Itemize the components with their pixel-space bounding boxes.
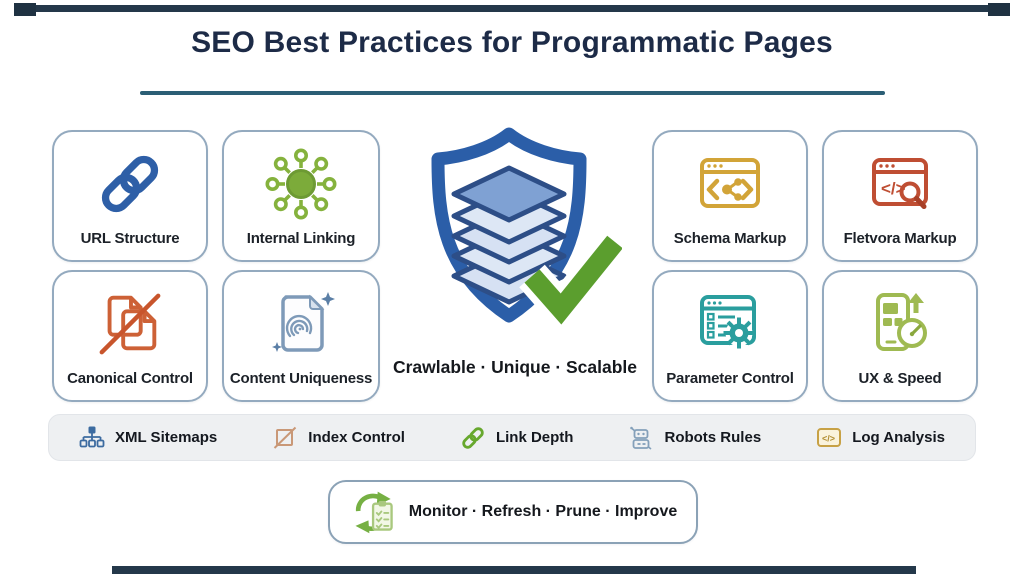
chain-link-icon (94, 132, 166, 230)
card-content-uniqueness: Content Uniqueness (222, 270, 380, 402)
strip-label: Link Depth (495, 429, 574, 446)
card-label: Canonical Control (67, 370, 193, 387)
sitemap-icon (79, 425, 105, 451)
hero-caption: Crawlable · Unique · Scalable (392, 357, 638, 377)
top-edge-bar (14, 5, 1010, 12)
card-internal-linking: Internal Linking (222, 130, 380, 262)
network-hub-icon (264, 132, 338, 230)
lifecycle-pill: Monitor · Refresh · Prune · Improve (328, 480, 698, 544)
browser-gear-icon (693, 272, 767, 370)
strip-item-xml-sitemaps: XML Sitemaps (79, 425, 217, 451)
noindex-slash-icon (272, 425, 298, 451)
shield-layers-icon (412, 124, 622, 349)
phone-speedometer-icon (863, 272, 937, 370)
top-edge-cap-right (988, 3, 1010, 16)
strip-label: XML Sitemaps (115, 429, 218, 446)
strip-item-link-depth: Link Depth (460, 425, 574, 451)
refresh-clipboard-icon (349, 488, 399, 536)
pill-label: Monitor · Refresh · Prune · Improve (408, 503, 678, 520)
browser-code-search-icon: </> (863, 132, 937, 230)
code-box-icon: </> (816, 425, 842, 451)
tactics-strip: XML Sitemaps Index Control Link (48, 414, 976, 461)
strip-label: Robots Rules (664, 429, 762, 446)
robot-icon (628, 425, 654, 451)
card-url-structure: URL Structure (52, 130, 208, 262)
card-parameter-control: Parameter Control (652, 270, 808, 402)
strip-item-log-analysis: </> Log Analysis (816, 425, 945, 451)
svg-text:</>: </> (881, 179, 906, 198)
card-label: Internal Linking (246, 230, 356, 247)
card-fletvora-markup: </> Fletvora Markup (822, 130, 978, 262)
card-label: UX & Speed (858, 370, 942, 387)
strip-label: Index Control (308, 429, 405, 446)
card-schema-markup: Schema Markup (652, 130, 808, 262)
card-label: Parameter Control (666, 370, 794, 387)
chain-icon (460, 425, 486, 451)
strip-item-robots-rules: Robots Rules (628, 425, 761, 451)
card-canonical-control: Canonical Control (52, 270, 208, 402)
card-label: Schema Markup (673, 230, 787, 247)
no-duplicate-docs-icon (94, 272, 166, 370)
page-title: SEO Best Practices for Programmatic Page… (191, 26, 833, 59)
bottom-edge-bar (112, 566, 916, 574)
strip-label: Log Analysis (852, 429, 945, 446)
title-underline (140, 91, 885, 95)
top-edge-cap-left (14, 3, 36, 16)
card-label: URL Structure (80, 230, 180, 247)
card-label: Content Uniqueness (229, 370, 373, 387)
browser-share-icon (693, 132, 767, 230)
svg-text:</>: </> (822, 433, 835, 443)
card-ux-speed: UX & Speed (822, 270, 978, 402)
strip-item-index-control: Index Control (272, 425, 405, 451)
card-label: Fletvora Markup (843, 230, 957, 247)
fingerprint-doc-icon (264, 272, 338, 370)
